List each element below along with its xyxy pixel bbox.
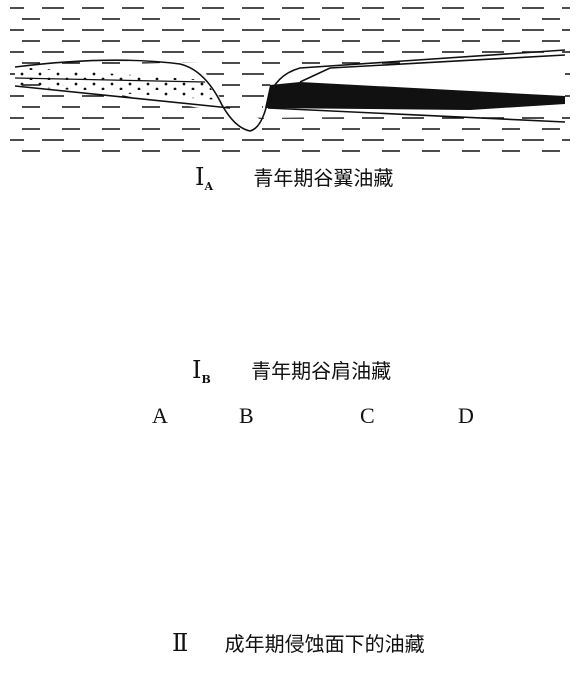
sandstone-layer [15,67,220,100]
caption-ii-text: 成年期侵蚀面下的油藏 [224,632,425,656]
caption-ib-text: 青年期谷肩油藏 [251,359,392,383]
well-label-a: A [152,403,168,428]
oil-reservoir-ia [265,82,565,110]
well-label-b: B [239,403,254,428]
caption-ia-text: 青年期谷翼油藏 [253,166,394,190]
caption-ia: IA 青年期谷翼油藏 [195,162,393,193]
well-label-c: C [360,403,375,428]
well-label-d: D [458,403,474,428]
caption-ii-roman: Ⅱ [172,629,189,657]
valley-erosion-surface [14,49,566,132]
panel-ia-diagram [10,5,570,155]
caption-ii: Ⅱ 成年期侵蚀面下的油藏 [172,628,425,657]
caption-ib-roman: I [192,356,202,384]
caption-ia-sub: A [204,180,214,193]
caption-ib-sub: B [201,373,211,386]
caption-ia-roman: I [195,163,205,191]
caption-ib: IB 青年期谷肩油藏 [192,355,391,386]
